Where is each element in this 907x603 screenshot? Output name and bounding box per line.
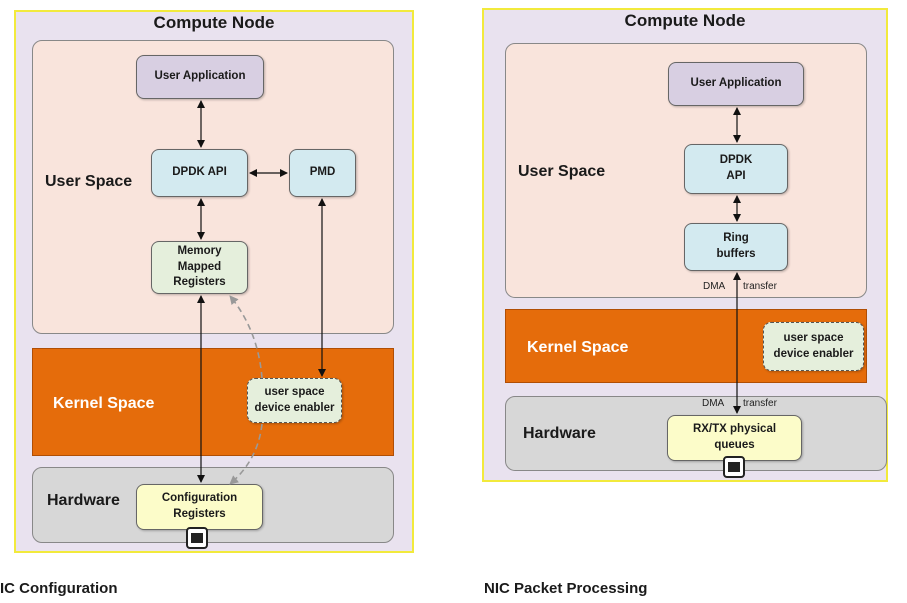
left-memory-mapped-registers-box: Memory Mapped Registers <box>151 241 248 294</box>
right-device-enabler-box: user space device enabler <box>763 322 864 371</box>
left-user-space-label: User Space <box>45 173 133 190</box>
left-configuration-registers-box: Configuration Registers <box>136 484 263 530</box>
dashed-arrow-enabler-to-registers <box>229 295 263 379</box>
left-caption: IC Configuration <box>0 580 118 597</box>
right-hardware-label: Hardware <box>523 425 596 442</box>
right-user-application-box: User Application <box>668 62 804 106</box>
right-dma-lower-left: DMA <box>702 398 725 409</box>
right-dma-upper-right: transfer <box>743 281 777 292</box>
right-user-space-label: User Space <box>518 163 606 180</box>
right-dpdk-api-box: DPDK API <box>684 144 788 194</box>
right-rxtx-queues-box: RX/TX physical queues <box>667 415 802 461</box>
left-panel-title: Compute Node <box>153 13 275 32</box>
ethernet-port-icon <box>186 527 208 549</box>
left-hardware-label: Hardware <box>47 492 120 509</box>
dashed-arrow-enabler-to-config <box>229 423 263 485</box>
left-kernel-space-label: Kernel Space <box>53 395 155 412</box>
right-dma-lower-right: transfer <box>743 398 777 409</box>
ethernet-port-icon <box>723 456 745 478</box>
right-ring-buffers-box: Ring buffers <box>684 223 788 271</box>
right-panel-title: Compute Node <box>624 11 746 30</box>
left-device-enabler-box: user space device enabler <box>247 378 342 423</box>
right-caption: NIC Packet Processing <box>484 580 648 597</box>
left-pmd-box: PMD <box>289 149 356 197</box>
right-dma-upper-left: DMA <box>703 281 726 292</box>
left-user-application-box: User Application <box>136 55 264 99</box>
right-kernel-space-label: Kernel Space <box>527 339 629 356</box>
left-dpdk-api-box: DPDK API <box>151 149 248 197</box>
